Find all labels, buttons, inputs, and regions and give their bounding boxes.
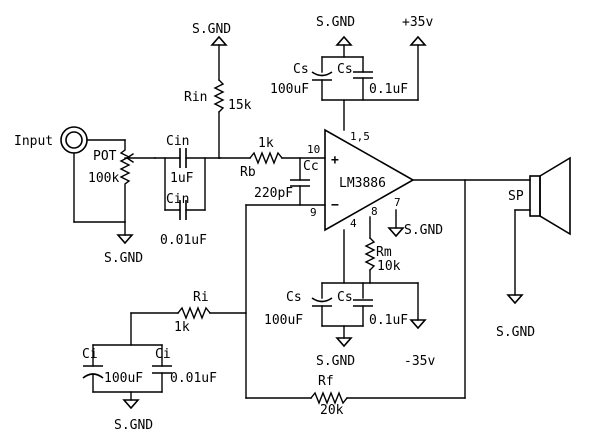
feedback-network (245, 179, 466, 405)
positive-supply-decoupling (311, 35, 427, 131)
rb-resistor (218, 151, 326, 165)
rin-gnd-label: S.GND (192, 22, 231, 37)
ic-pin4: 4 (350, 217, 357, 230)
pos-supply-label: +35v (402, 15, 433, 30)
pos-cap2-value: 0.1uF (369, 82, 408, 97)
rin-value: 15k (228, 98, 252, 113)
pos-supply-gnd: S.GND (316, 15, 355, 30)
speaker-name: SP (508, 189, 524, 204)
neg-supply-gnd: S.GND (316, 354, 355, 369)
input-label: Input (14, 134, 53, 149)
rb-name: Rb (240, 165, 256, 180)
input-capacitors (154, 148, 221, 220)
pot-value: 100k (88, 171, 119, 186)
cc-capacitor (290, 157, 310, 206)
cin1-value: 1uF (170, 171, 194, 186)
pos-cs1-name: Cs (293, 62, 309, 77)
neg-cap2-value: 0.1uF (369, 313, 408, 328)
cin1-name: Cin (166, 134, 189, 149)
lm3886-opamp (245, 128, 531, 232)
pin7-gnd-label: S.GND (404, 223, 443, 238)
ground-symbol-input (116, 234, 134, 245)
rin-resistor (210, 35, 228, 159)
ci2-name: Ci (155, 347, 171, 362)
ic-pin10: 10 (307, 143, 320, 156)
ci1-name: Ci (82, 347, 98, 362)
rf-name: Rf (318, 374, 334, 389)
rb-value: 1k (258, 136, 274, 151)
cin2-value: 0.01uF (160, 233, 207, 248)
ri-resistor (130, 306, 247, 346)
cin2-name: Cin (166, 192, 189, 207)
rin-name: Rin (184, 90, 207, 105)
ic-pin15: 1,5 (350, 130, 370, 143)
input-jack (60, 126, 126, 223)
ic-pin8: 8 (371, 205, 378, 218)
speaker (506, 156, 571, 305)
ci-gnd-label: S.GND (114, 418, 153, 433)
ic-name: LM3886 (339, 176, 386, 191)
ic-plus: + (331, 153, 339, 168)
ci-capacitors (82, 344, 172, 410)
neg-cs1-name: Cs (286, 290, 302, 305)
ci2-value: 0.01uF (170, 371, 217, 386)
rf-value: 20k (320, 403, 344, 418)
neg-cs2-name: Cs (337, 290, 353, 305)
rm-name: Rm (376, 245, 392, 260)
ci1-value: 100uF (104, 371, 143, 386)
cc-name: Cc (303, 159, 319, 174)
neg-supply-label: -35v (404, 354, 435, 369)
pin7-ground (387, 209, 405, 238)
neg-cap1-value: 100uF (264, 313, 303, 328)
ic-minus: − (331, 198, 339, 213)
speaker-gnd-label: S.GND (496, 325, 535, 340)
pot-resistor (119, 139, 156, 236)
rm-value: 10k (377, 259, 401, 274)
ic-pin9: 9 (310, 206, 317, 219)
pot-name: POT (93, 149, 117, 164)
rm-resistor (364, 216, 376, 284)
ic-pin7: 7 (394, 196, 401, 209)
negative-supply-decoupling (311, 229, 427, 348)
cc-value: 220pF (254, 186, 293, 201)
ri-name: Ri (193, 290, 209, 305)
input-gnd-label: S.GND (104, 251, 143, 266)
ri-value: 1k (174, 320, 190, 335)
pos-cap1-value: 100uF (270, 82, 309, 97)
pos-cs2-name: Cs (337, 62, 353, 77)
